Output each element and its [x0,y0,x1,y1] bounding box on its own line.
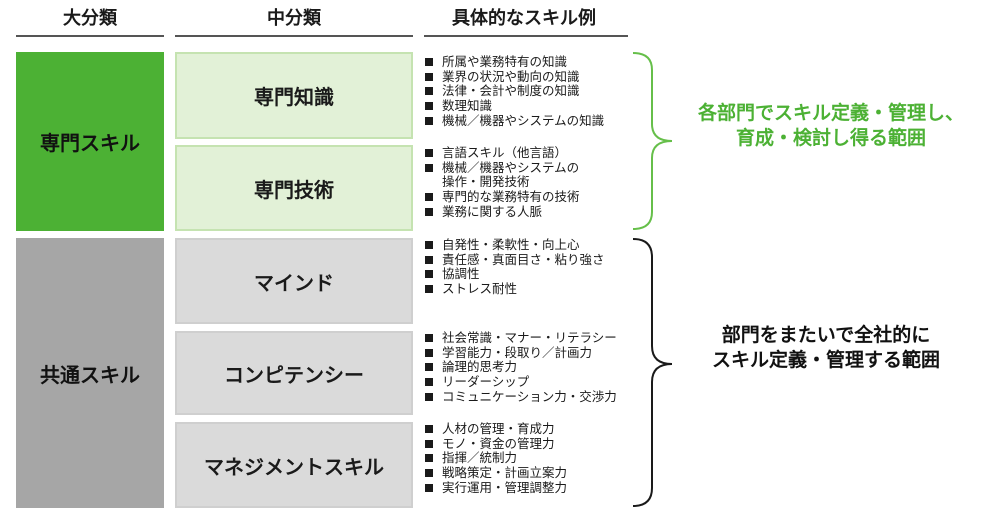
bullet-square-icon [425,87,433,96]
bullet-square-icon [425,193,433,202]
list-item: 専門的な業務特有の技術 [424,189,580,205]
list-item: 協調性 [424,267,605,282]
bullet-square-icon [425,483,433,492]
bullet-square-icon [425,255,433,264]
list-item: 指揮／統制力 [424,451,567,466]
header-underline-mid [175,35,413,37]
bullet-square-icon [425,116,433,125]
bullet-square-icon [425,72,433,81]
list-item: 自発性・柔軟性・向上心 [424,237,605,253]
list-item: 学習能力・段取り／計画力 [424,345,617,361]
example-list-mind: 自発性・柔軟性・向上心 責任感・真面目さ・粘り強さ 協調性 ストレス耐性 [424,237,605,297]
major-category-common: 共通スキル [16,238,164,508]
bullet-square-icon [425,454,433,463]
example-list-competency: 社会常識・マナー・リテラシー 学習能力・段取り／計画力 論理的思考力 リーダーシ… [424,330,617,405]
list-item: 業務に関する人脈 [424,204,580,220]
header-examples: 具体的なスキル例 [452,8,596,29]
bullet-square-icon [425,207,433,216]
mid-category-mind: マインド [175,238,413,324]
bullet-square-icon [425,58,433,66]
list-item: コミュニケーション力・交渉力 [424,389,617,405]
list-item: 機械／機器やシステムの知識 [424,113,604,129]
list-item: 業界の状況や動向の知識 [424,69,604,85]
major-category-specialized: 専門スキル [16,52,164,231]
bullet-square-icon [425,439,433,448]
mid-category-technique: 専門技術 [175,145,413,231]
list-item: 実行運用・管理調整力 [424,480,567,496]
example-list-technique: 言語スキル（他言語） 機械／機器やシステムの 操作・開発技術 専門的な業務特有の… [424,145,580,220]
bullet-square-icon [425,149,433,157]
bullet-square-icon [425,285,433,294]
list-item: 所属や業務特有の知識 [424,54,604,70]
bullet-square-icon [425,348,433,357]
bullet-square-icon [425,102,433,111]
brace-specialized [632,52,673,230]
list-item: 機械／機器やシステムの [424,160,580,176]
list-item: モノ・資金の管理力 [424,436,567,452]
header-major: 大分類 [63,8,117,29]
mid-category-competency: コンピテンシー [175,331,413,415]
list-item: 言語スキル（他言語） [424,145,580,161]
list-item: ストレス耐性 [424,281,605,297]
bullet-square-icon [425,469,433,478]
bullet-square-icon [425,163,433,172]
header-underline-major [16,35,164,37]
bullet-square-icon [425,334,433,342]
bullet-square-icon [425,270,433,279]
note-specialized: 各部門でスキル定義・管理し、 育成・検討し得る範囲 [697,102,964,149]
header-mid: 中分類 [267,8,321,29]
example-list-management: 人材の管理・育成力 モノ・資金の管理力 指揮／統制力 戦略策定・計画立案力 実行… [424,421,567,496]
list-item: 戦略策定・計画立案力 [424,465,567,481]
bullet-square-icon [425,363,433,372]
brace-common [632,238,673,507]
list-item: 責任感・真面目さ・粘り強さ [424,252,605,268]
list-item: 社会常識・マナー・リテラシー [424,330,617,346]
mid-category-knowledge: 専門知識 [175,52,413,139]
list-item: リーダーシップ [424,374,617,390]
bullet-square-icon [425,241,433,249]
bullet-square-icon [425,425,433,433]
list-item: 人材の管理・育成力 [424,421,567,437]
list-item: 論理的思考力 [424,360,617,375]
bullet-square-icon [425,392,433,401]
example-list-knowledge: 所属や業務特有の知識 業界の状況や動向の知識 法律・会計や制度の知識 数理知識 … [424,54,604,129]
list-item-continuation: 操作・開発技術 [442,174,530,190]
note-common: 部門をまたいで全社的に スキル定義・管理する範囲 [711,324,940,371]
list-item: 法律・会計や制度の知識 [424,84,604,99]
bullet-square-icon [425,378,433,387]
header-underline-examples [424,35,628,37]
mid-category-management: マネジメントスキル [175,422,413,508]
list-item: 数理知識 [424,98,604,114]
